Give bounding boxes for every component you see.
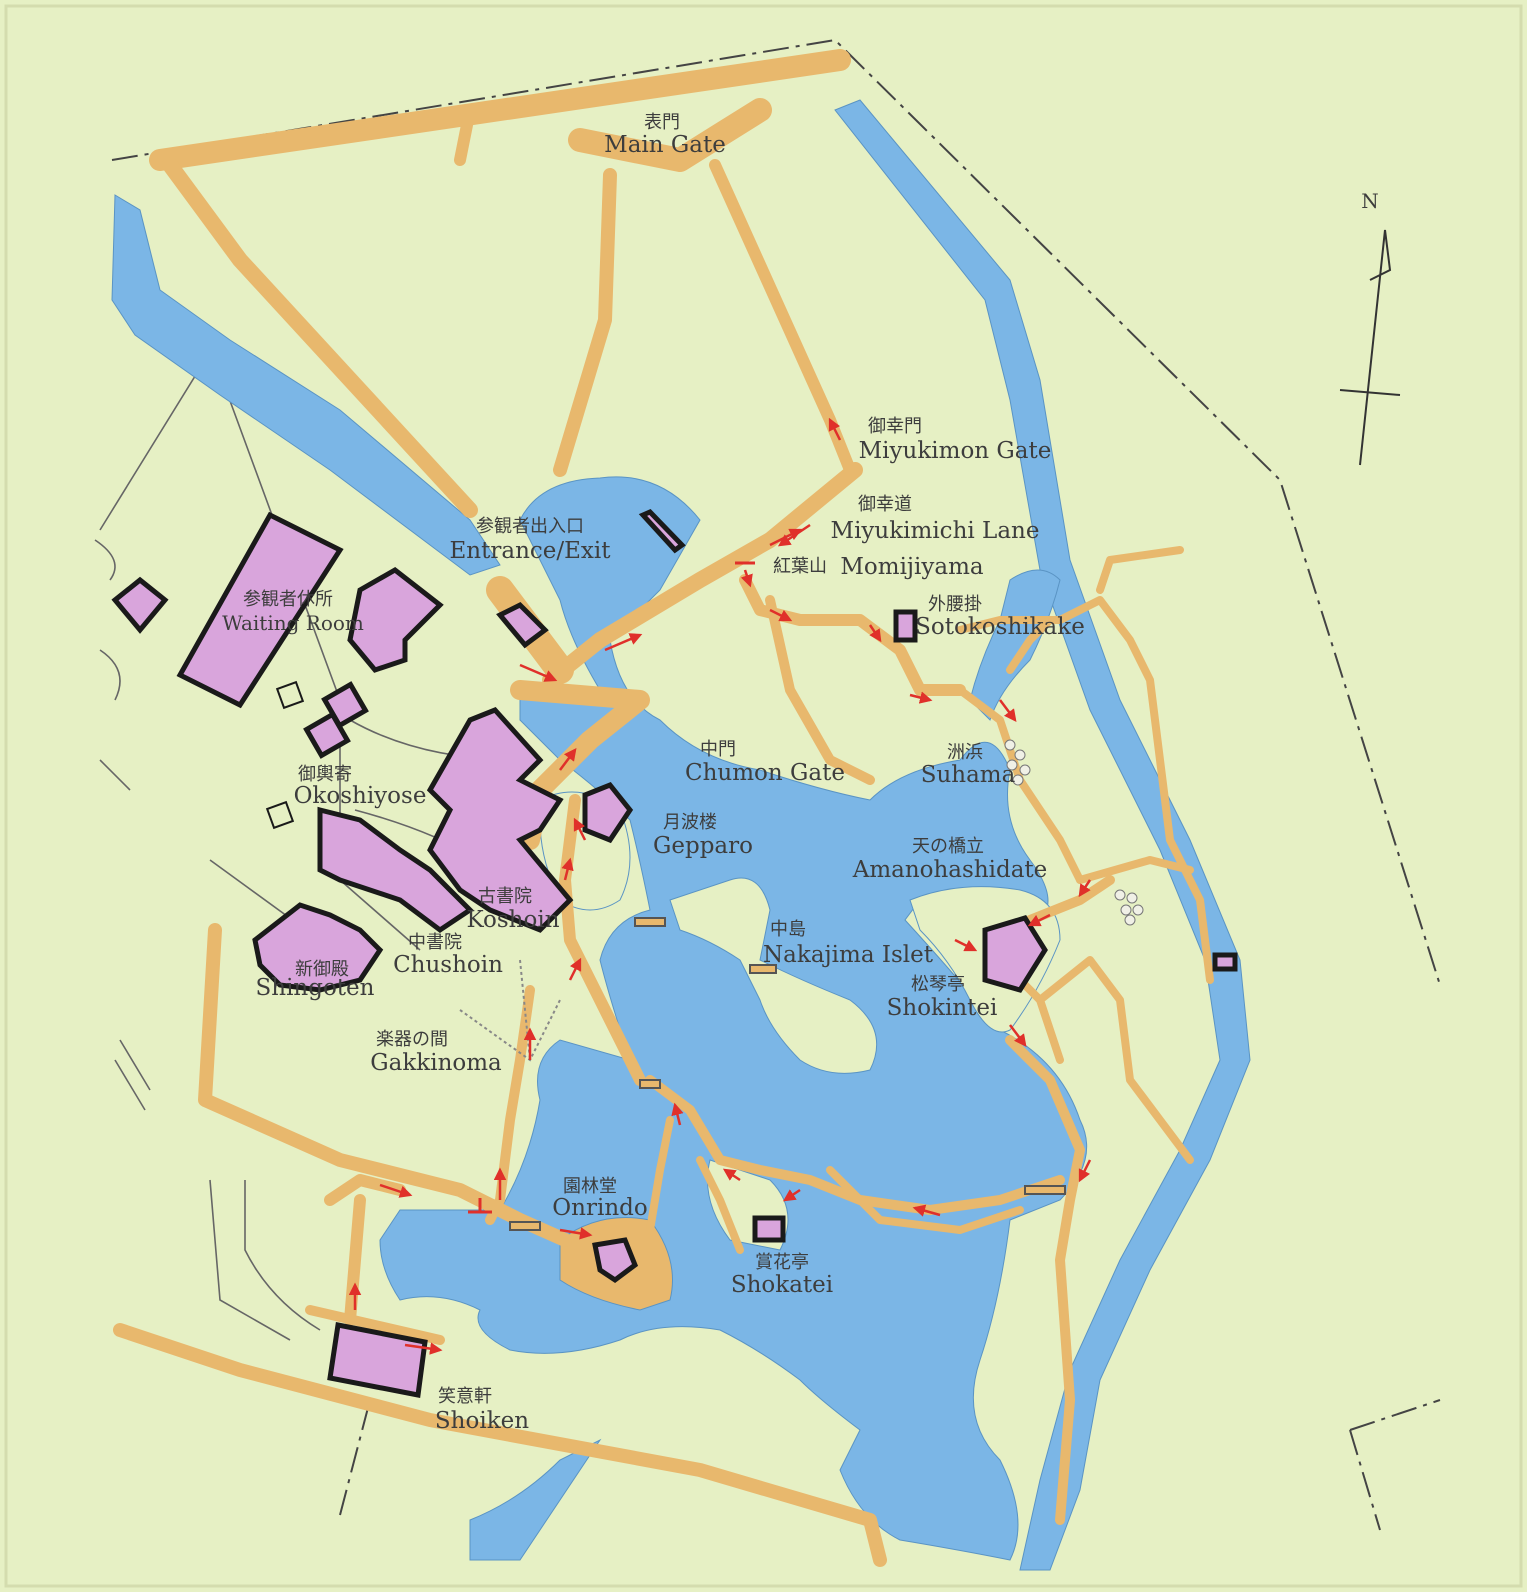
label-jp: 中書院 bbox=[408, 932, 462, 953]
chushoin-building bbox=[317, 806, 474, 934]
gatehouse-building bbox=[496, 601, 549, 649]
label-okoshiyose: 御輿寄 Okoshiyose bbox=[294, 764, 427, 809]
pond-pavilion bbox=[638, 509, 686, 554]
label-en: Chushoin bbox=[393, 952, 503, 978]
label-entrance-exit: 参観者出入口 Entrance/Exit bbox=[450, 516, 612, 564]
label-onrindo: 園林堂 Onrindo bbox=[552, 1176, 647, 1221]
label-en: Okoshiyose bbox=[294, 783, 427, 809]
label-en: Shoiken bbox=[435, 1408, 529, 1434]
shoiken-building bbox=[327, 1322, 428, 1398]
waiting-room-building bbox=[176, 511, 344, 709]
bridges bbox=[509, 917, 1066, 1231]
label-en: Miyukimon Gate bbox=[859, 438, 1052, 464]
label-shingoten: 新御殿 Shingoten bbox=[256, 959, 375, 1001]
route-endpoints bbox=[468, 561, 755, 1214]
shingoten-building bbox=[252, 902, 384, 993]
property-boundary bbox=[111, 38, 1441, 1531]
label-jp: 表門 bbox=[644, 112, 680, 133]
label-chushoin: 中書院 Chushoin bbox=[393, 932, 503, 978]
label-jp: 参観者出入口 bbox=[476, 516, 584, 537]
label-en: Miyukimichi Lane bbox=[831, 518, 1040, 544]
label-jp: 月波楼 bbox=[663, 812, 717, 833]
compass-north-label: N bbox=[1361, 189, 1379, 213]
label-jp: 松琴亭 bbox=[911, 974, 965, 995]
shokintei-building bbox=[982, 915, 1048, 993]
onrindo-building bbox=[592, 1237, 639, 1284]
north-compass: N bbox=[1339, 189, 1401, 466]
shed-a bbox=[275, 680, 305, 710]
label-jp: 紅葉山 bbox=[773, 556, 827, 577]
northwest-canal bbox=[111, 194, 501, 576]
label-jp: 外腰掛 bbox=[928, 594, 982, 615]
label-shokintei: 松琴亭 Shokintei bbox=[887, 974, 998, 1021]
label-en: Shokintei bbox=[887, 995, 998, 1021]
label-koshoin: 古書院 Koshoin bbox=[466, 886, 559, 933]
buildings bbox=[111, 509, 1238, 1398]
label-en: Suhama bbox=[921, 762, 1016, 788]
label-en: Sotokoshikake bbox=[915, 614, 1085, 640]
label-jp: 洲浜 bbox=[947, 742, 983, 763]
label-jp: 天の橋立 bbox=[912, 836, 984, 857]
label-suhama: 洲浜 Suhama bbox=[921, 742, 1016, 788]
label-chumon-gate: 中門 Chumon Gate bbox=[685, 739, 845, 786]
label-en: Gakkinoma bbox=[370, 1050, 502, 1076]
label-waiting-room: 参観者休所 Waiting Room bbox=[222, 589, 364, 635]
pebble-beach bbox=[1004, 739, 1144, 926]
shokatei-building bbox=[752, 1215, 786, 1243]
label-gakkinoma: 楽器の間 Gakkinoma bbox=[370, 1029, 502, 1076]
label-momijiyama: 紅葉山 Momijiyama bbox=[773, 554, 984, 580]
entrance-building bbox=[347, 566, 444, 673]
koshoin-building bbox=[426, 707, 574, 933]
label-en: Waiting Room bbox=[222, 611, 364, 635]
label-en: Chumon Gate bbox=[685, 760, 845, 786]
label-jp: 御幸門 bbox=[868, 416, 922, 437]
east-pond-arm bbox=[969, 569, 1061, 721]
label-miyukimichi-lane: 御幸道 Miyukimichi Lane bbox=[831, 494, 1040, 544]
label-en: Amanohashidate bbox=[852, 857, 1048, 883]
label-jp: 参観者休所 bbox=[243, 589, 333, 610]
shed-b bbox=[265, 800, 295, 830]
label-shokatei: 賞花亭 Shokatei bbox=[731, 1252, 833, 1298]
label-jp: 御幸道 bbox=[858, 494, 912, 515]
label-miyukimon-gate: 御幸門 Miyukimon Gate bbox=[859, 416, 1052, 464]
sotokoshikake-building bbox=[893, 609, 918, 643]
label-en: Gepparo bbox=[653, 833, 753, 859]
main-pond bbox=[379, 476, 1088, 1561]
east-shed bbox=[1212, 952, 1238, 972]
label-en: Entrance/Exit bbox=[450, 538, 612, 564]
small-building-b bbox=[303, 711, 351, 759]
map-border bbox=[4, 4, 1523, 1588]
place-labels: 表門 Main Gate 御幸門 Miyukimon Gate 御幸道 Miyu… bbox=[222, 112, 1085, 1434]
label-jp: 古書院 bbox=[478, 886, 532, 907]
label-sotokoshikake: 外腰掛 Sotokoshikake bbox=[915, 594, 1085, 640]
label-jp: 新御殿 bbox=[295, 959, 349, 980]
label-jp: 中門 bbox=[700, 739, 736, 760]
label-jp: 賞花亭 bbox=[755, 1252, 809, 1273]
annex-building bbox=[111, 576, 169, 634]
label-main-gate: 表門 Main Gate bbox=[604, 112, 726, 158]
label-jp: 園林堂 bbox=[563, 1176, 617, 1197]
label-nakajima-islet: 中島 Nakajima Islet bbox=[763, 919, 934, 968]
label-jp: 笑意軒 bbox=[438, 1386, 492, 1407]
label-en: Nakajima Islet bbox=[763, 942, 934, 968]
label-en: Onrindo bbox=[552, 1195, 647, 1221]
label-amanohashidate: 天の橋立 Amanohashidate bbox=[852, 836, 1048, 883]
label-jp: 中島 bbox=[770, 919, 806, 940]
nakajima-island bbox=[669, 877, 878, 1074]
label-gepparo: 月波楼 Gepparo bbox=[653, 812, 753, 859]
visitor-route-arrows bbox=[348, 417, 1092, 1355]
label-shoiken: 笑意軒 Shoiken bbox=[435, 1386, 529, 1434]
label-en: Shokatei bbox=[731, 1272, 833, 1298]
label-en: Momijiyama bbox=[840, 554, 984, 580]
label-en: Koshoin bbox=[466, 907, 559, 933]
label-jp: 御輿寄 bbox=[298, 764, 352, 785]
label-en: Main Gate bbox=[604, 132, 726, 158]
label-jp: 楽器の間 bbox=[376, 1029, 448, 1050]
label-en: Shingoten bbox=[256, 975, 375, 1001]
